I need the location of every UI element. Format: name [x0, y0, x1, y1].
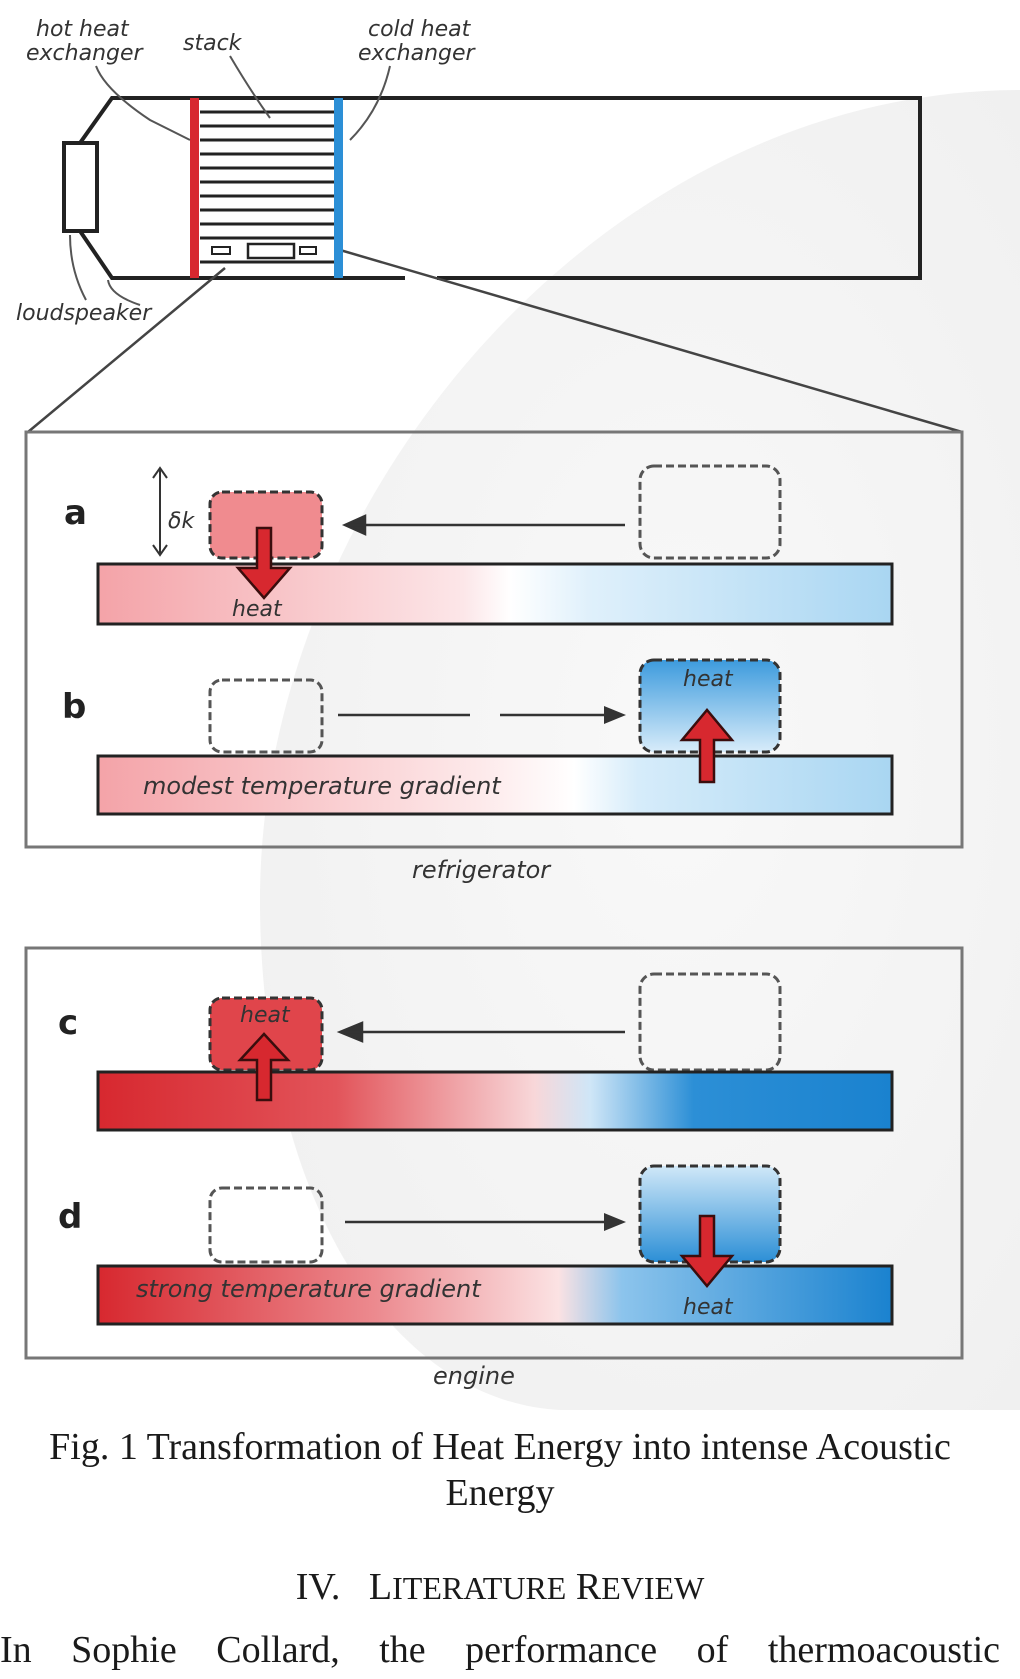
stack-plate-d	[96, 1264, 894, 1326]
loudspeaker-box	[62, 141, 99, 233]
panel-d: d heat strong temperature gradient	[58, 1164, 894, 1326]
hot-heat-exchanger	[190, 98, 199, 278]
label-strong-gradient: strong temperature gradient	[136, 1275, 482, 1303]
figure-caption-line-2: Energy	[445, 1472, 555, 1514]
stack-plates	[200, 110, 335, 264]
heat-arrow-up-icon	[679, 708, 735, 784]
device-labels: hot heat exchanger stack cold heat excha…	[16, 17, 477, 326]
arrow-left	[341, 514, 625, 536]
label-hot-heat-exchanger-1: hot heat	[36, 17, 130, 42]
section-title-word-1: LITERATURE	[368, 1566, 567, 1608]
cold-heat-exchanger	[334, 98, 343, 278]
label-panel-a: a	[64, 493, 87, 533]
heat-arrow-down-icon	[235, 526, 293, 600]
gas-parcel-empty	[638, 464, 782, 560]
arrow-right-d	[604, 1213, 626, 1231]
label-panel-c: c	[58, 1003, 78, 1043]
stack-parcel-box	[246, 242, 296, 260]
label-modest-gradient: modest temperature gradient	[143, 772, 502, 800]
body-paragraph: In Sophie Collard, the performance of th…	[0, 1629, 1000, 1671]
label-heat-a: heat	[232, 597, 283, 622]
panel-c: c heat	[58, 972, 894, 1132]
thermoacoustic-device	[27, 96, 963, 434]
arrow-right	[604, 706, 626, 724]
resonator-tube	[193, 96, 922, 280]
label-loudspeaker: loudspeaker	[16, 301, 153, 326]
heat-arrow-down-d-icon	[679, 1214, 735, 1288]
label-engine: engine	[433, 1362, 515, 1390]
speaker-housing	[78, 96, 193, 280]
gas-parcel-empty-b	[208, 678, 324, 754]
label-cold-heat-exchanger-2: exchanger	[358, 41, 477, 66]
label-hot-heat-exchanger-2: exchanger	[26, 41, 145, 66]
label-cold-heat-exchanger-1: cold heat	[368, 17, 472, 42]
label-stack: stack	[183, 31, 243, 56]
stack-plate-a	[96, 562, 894, 626]
label-refrigerator: refrigerator	[412, 856, 552, 884]
heat-arrow-up-c-icon	[237, 1032, 291, 1102]
gas-parcel-empty-d	[208, 1186, 324, 1264]
figure-caption-line-1: Fig. 1 Transformation of Heat Energy int…	[49, 1426, 951, 1468]
zoom-lines	[27, 248, 963, 434]
thermoacoustic-figure: hot heat exchanger stack cold heat excha…	[16, 17, 1020, 1410]
engine-panel	[24, 946, 964, 1360]
refrigerator-panel	[24, 430, 964, 849]
panel-b: b heat modest temperature gradient	[62, 658, 894, 816]
section-title-word-2: REVIEW	[575, 1566, 705, 1608]
label-panel-d: d	[58, 1197, 82, 1237]
panel-a: a δk heat	[64, 464, 894, 626]
section-number: IV.	[295, 1566, 341, 1608]
label-heat-b: heat	[683, 667, 734, 692]
stack-plate-c	[96, 1070, 894, 1132]
label-heat-c: heat	[240, 1003, 291, 1028]
gas-parcel-empty-c	[638, 972, 782, 1072]
arrow-left-c	[336, 1021, 625, 1043]
label-heat-d: heat	[683, 1295, 734, 1320]
label-panel-b: b	[62, 687, 86, 727]
label-delta-k: δk	[168, 509, 195, 534]
stack-plate-b	[96, 754, 894, 816]
gas-parcel-cold	[638, 658, 782, 754]
section-heading: IV. LITERATURE REVIEW	[0, 1565, 1000, 1609]
